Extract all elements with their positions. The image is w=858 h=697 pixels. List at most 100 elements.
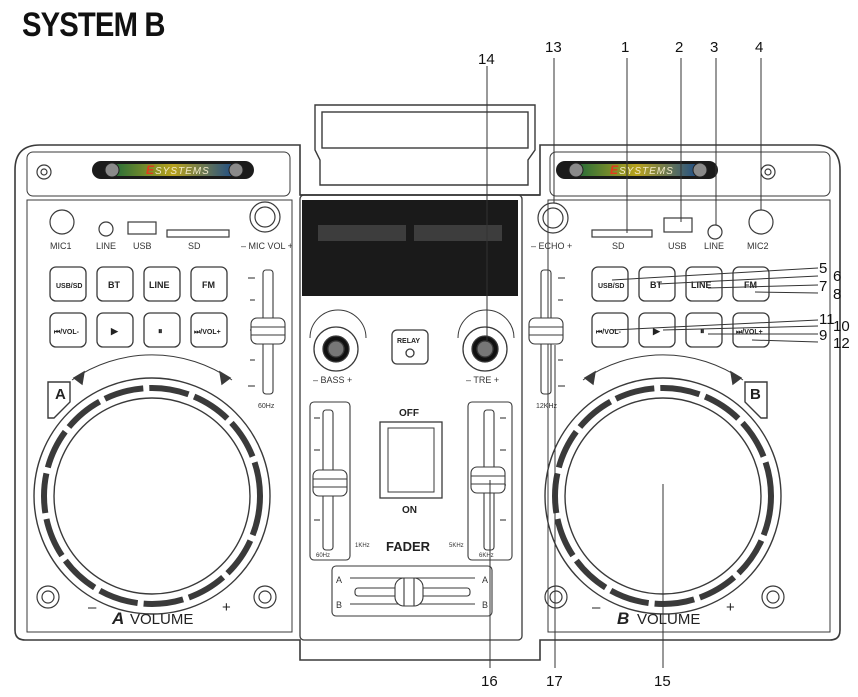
left-vertical-slider[interactable] [248,269,286,395]
line-button-left[interactable] [143,266,181,302]
volume-b-minus: – [592,599,601,616]
callout-lines [486,58,819,668]
label-sd-left: SD [188,241,201,251]
callout-11: 11 [819,311,835,328]
crossfader[interactable] [331,565,493,617]
callout-8: 8 [833,286,841,303]
right-fader-label-2: 5KHz [449,543,464,549]
volume-a-label: VOLUME [130,611,193,628]
logo-right: E SYSTEMS [556,161,718,179]
label-usb-left: USB [133,241,152,251]
usb-port-left[interactable] [127,221,157,235]
btn-label: ⏸ [158,326,163,336]
label-mic1: MIC1 [50,241,72,251]
off-label: OFF [399,408,419,419]
right-buttons [591,266,770,348]
volume-b-letter: B [617,609,629,628]
btn-label: ⏭/VOL+ [736,329,763,336]
mic2-jack[interactable] [748,209,774,235]
next-vol-up-button-right[interactable] [732,312,770,348]
crossfader-a-label-left: A [336,575,342,585]
display [302,200,518,296]
relay-button[interactable] [391,329,429,365]
btn-label: ▶ [652,326,661,336]
callout-12: 12 [833,335,850,352]
btn-label: LINE [149,280,170,290]
center-panel [299,194,540,641]
logo-text: SYSTEMS [155,166,210,177]
callout-2: 2 [675,39,683,56]
left-fader-label: 60Hz [316,553,330,559]
fm-button-left[interactable] [190,266,228,302]
prev-vol-down-button-right[interactable] [591,312,629,348]
usb-sd-button-left[interactable] [49,266,87,302]
treble-knob[interactable] [457,309,515,372]
label-echo: – ECHO + [531,241,572,251]
fader-label: FADER [386,539,431,554]
callout-16: 16 [481,673,498,690]
volume-b-plus: + [726,599,735,616]
bass-knob[interactable] [309,309,367,372]
mic1-jack[interactable] [49,209,75,235]
sd-slot-right[interactable] [591,229,653,238]
usb-port-right[interactable] [663,217,693,233]
left-buttons [49,266,228,348]
bt-button-left[interactable] [96,266,134,302]
right-vertical-slider[interactable] [528,269,565,395]
power-switch[interactable] [379,421,443,499]
label-mic-vol: – MIC VOL + [241,241,293,251]
callout-7: 7 [819,278,827,295]
volume-b-label: VOLUME [637,611,700,628]
line-jack-right[interactable] [707,224,723,240]
right-fader-label: 6KHz [479,553,494,559]
callout-13: 13 [545,39,562,56]
callout-5: 5 [819,260,827,277]
left-slider-label: 60Hz [258,403,275,410]
mic-vol-knob[interactable] [249,201,281,233]
play-button-left[interactable] [96,312,134,348]
btn-label: BT [108,280,120,290]
pause-button-left[interactable] [143,312,181,348]
deck-a-letter: A [55,386,66,403]
line-jack-left[interactable] [98,221,114,237]
volume-a-letter: A [111,609,124,628]
btn-label: BT [650,280,662,290]
prev-vol-down-button-left[interactable] [49,312,87,348]
label-usb-right: USB [668,241,687,251]
right-slider-label: 12KHz [536,403,558,410]
device-body [14,144,841,661]
bass-label: – BASS + [313,375,352,385]
left-jacks [49,201,281,238]
page-title: SYSTEM B [22,6,165,44]
callout-14: 14 [478,51,495,68]
next-vol-up-button-left[interactable] [190,312,228,348]
bt-button-right[interactable] [638,266,676,302]
label-line-left: LINE [96,241,116,251]
btn-label: LINE [691,280,712,290]
sd-slot-left[interactable] [166,229,230,238]
btn-label: ⏭/VOL+ [194,329,221,336]
right-channel-fader[interactable] [467,401,513,561]
volume-a-plus: + [222,599,231,616]
top-tray [300,104,540,196]
echo-knob[interactable] [537,202,569,234]
right-jacks [537,202,774,240]
pause-button-right[interactable] [685,312,723,348]
label-sd-right: SD [612,241,625,251]
label-mic2: MIC2 [747,241,769,251]
volume-a-minus: – [88,599,97,616]
logo-text: SYSTEMS [619,166,674,177]
callout-4: 4 [755,39,763,56]
jog-wheel-left[interactable] [33,354,271,615]
callout-15: 15 [654,673,671,690]
usb-sd-button-right[interactable] [591,266,629,302]
treble-label: – TRE + [466,375,499,385]
screws [36,164,785,609]
left-channel-fader[interactable] [309,401,351,561]
btn-label: ⏮/VOL- [54,329,80,336]
relay-label: RELAY [397,338,420,345]
callout-6: 6 [833,268,841,285]
btn-label: ⏸ [700,326,705,336]
callout-10: 10 [833,318,850,335]
